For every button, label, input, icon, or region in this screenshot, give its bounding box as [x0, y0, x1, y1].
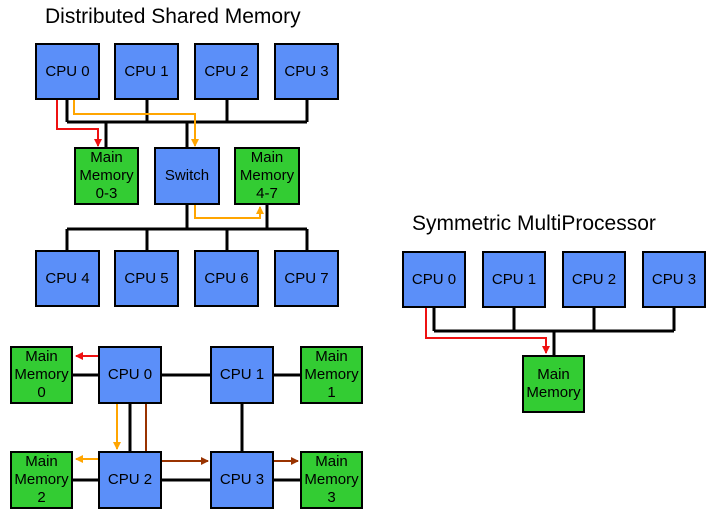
dsm-main-memory-4-7: Main Memory 4-7: [234, 147, 300, 205]
smp-cpu-2: CPU 2: [562, 251, 626, 308]
mesh-interconnect: [73, 373, 300, 482]
dsm-cpu-5: CPU 5: [114, 250, 179, 307]
mesh-cpu-0: CPU 0: [98, 346, 162, 404]
dsm-cpu-0: CPU 0: [35, 43, 100, 100]
smp-cpu-0: CPU 0: [402, 251, 466, 308]
smp-title: Symmetric MultiProcessor: [412, 212, 656, 235]
dsm-cpu-6: CPU 6: [194, 250, 259, 307]
mesh-main-memory-1: Main Memory 1: [300, 346, 363, 404]
dsm-switch: Switch: [154, 147, 220, 205]
dsm-local-access-path: [56, 98, 102, 147]
dsm-remote-access-path-bottom: [194, 205, 264, 219]
dsm-main-memory-0-3: Main Memory 0-3: [74, 147, 139, 205]
dsm-cpu-7: CPU 7: [274, 250, 339, 307]
dsm-cpu-1: CPU 1: [114, 43, 179, 100]
smp-main-memory: Main Memory: [522, 355, 585, 413]
smp-access-path: [425, 307, 550, 354]
dsm-cpu-4: CPU 4: [35, 250, 100, 307]
mesh-cpu-1: CPU 1: [210, 346, 274, 404]
mesh-cpu-3: CPU 3: [210, 451, 274, 509]
mesh-main-memory-2: Main Memory 2: [10, 451, 73, 509]
dsm-cpu-3: CPU 3: [274, 43, 339, 100]
mesh-main-memory-3: Main Memory 3: [300, 451, 363, 509]
smp-cpu-1: CPU 1: [482, 251, 546, 308]
mesh-cpu-2: CPU 2: [98, 451, 162, 509]
dsm-remote-access-path-top: [73, 98, 199, 147]
dsm-interconnect: [65, 98, 309, 250]
smp-interconnect: [432, 307, 676, 355]
dsm-title: Distributed Shared Memory: [45, 5, 301, 28]
dsm-cpu-2: CPU 2: [194, 43, 259, 100]
smp-cpu-3: CPU 3: [642, 251, 706, 308]
mesh-main-memory-0: Main Memory 0: [10, 346, 73, 404]
